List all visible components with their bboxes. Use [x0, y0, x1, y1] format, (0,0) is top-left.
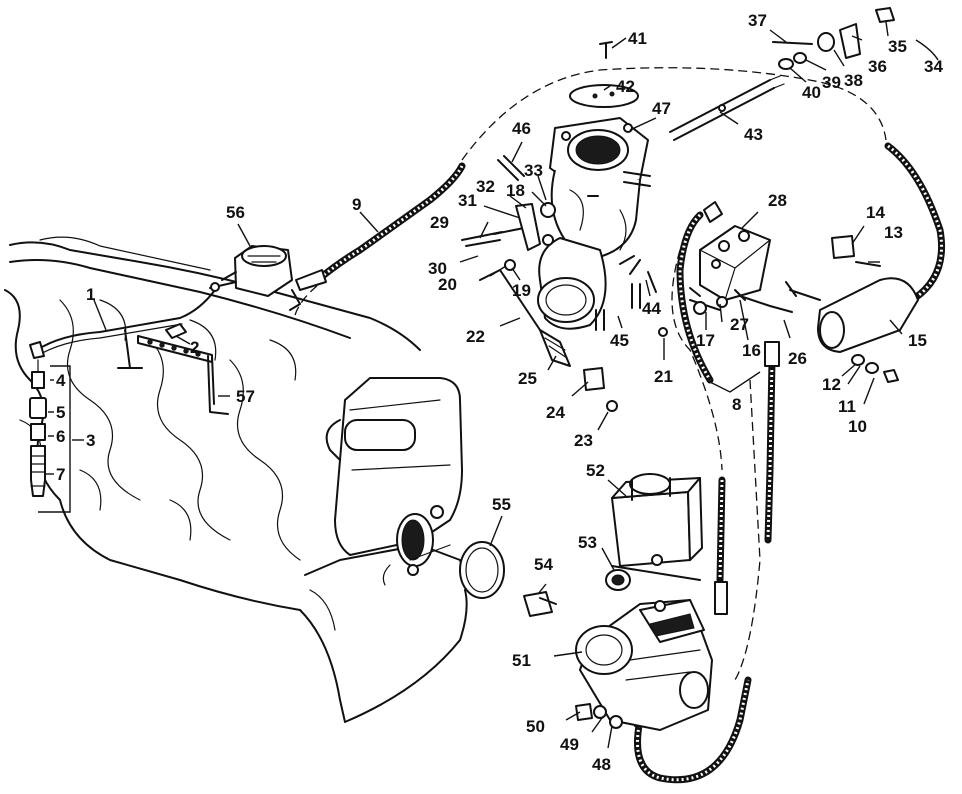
part-labels: 1 2 3 4 5 6 7 8 9 10 11 12 13 14 15 16 1… — [56, 11, 943, 774]
label-41: 41 — [628, 29, 647, 48]
throttle-shaft — [669, 75, 785, 141]
label-39: 39 — [822, 73, 841, 92]
label-57: 57 — [236, 387, 255, 406]
label-4: 4 — [56, 371, 66, 390]
label-26: 26 — [788, 349, 807, 368]
label-8: 8 — [732, 395, 741, 414]
label-13: 13 — [884, 223, 903, 242]
label-14: 14 — [866, 203, 885, 222]
label-42: 42 — [616, 77, 635, 96]
label-9: 9 — [352, 195, 361, 214]
label-54: 54 — [534, 555, 553, 574]
label-19: 19 — [512, 281, 531, 300]
label-34: 34 — [924, 57, 943, 76]
label-31: 31 — [458, 191, 477, 210]
label-50: 50 — [526, 717, 545, 736]
label-49: 49 — [560, 735, 579, 754]
label-29: 29 — [430, 213, 449, 232]
label-22: 22 — [466, 327, 485, 346]
label-15: 15 — [908, 331, 927, 350]
fuel-filter — [209, 162, 466, 311]
label-51: 51 — [512, 651, 531, 670]
label-6: 6 — [56, 427, 65, 446]
label-12: 12 — [822, 375, 841, 394]
label-55: 55 — [492, 495, 511, 514]
flex-hoses — [634, 142, 946, 784]
label-1: 1 — [86, 285, 95, 304]
pump-assembly — [575, 599, 713, 731]
label-11: 11 — [838, 397, 856, 416]
label-47: 47 — [652, 99, 671, 118]
leader-lines — [46, 21, 939, 749]
label-53: 53 — [578, 533, 597, 552]
solenoid — [785, 235, 919, 383]
throttle-housing — [537, 41, 651, 330]
label-10: 10 — [848, 417, 867, 436]
label-44: 44 — [642, 299, 661, 318]
label-20: 20 — [438, 275, 457, 294]
label-48: 48 — [592, 755, 611, 774]
linkage-parts — [461, 155, 668, 412]
linkage-assembly — [689, 225, 793, 315]
label-33: 33 — [524, 161, 543, 180]
label-3: 3 — [86, 431, 95, 450]
label-28: 28 — [768, 191, 787, 210]
label-52: 52 — [586, 461, 605, 480]
label-46: 46 — [512, 119, 531, 138]
label-32: 32 — [476, 177, 495, 196]
label-17: 17 — [696, 331, 715, 350]
label-35: 35 — [888, 37, 907, 56]
fitting — [523, 591, 553, 617]
engine-block — [4, 236, 471, 723]
left-fittings — [29, 289, 229, 513]
gasket — [459, 541, 505, 599]
label-38: 38 — [844, 71, 863, 90]
label-18: 18 — [506, 181, 525, 200]
routing-dashed-line — [461, 67, 887, 161]
label-2: 2 — [190, 338, 199, 357]
label-45: 45 — [610, 331, 629, 350]
mounting-bracket — [611, 473, 703, 581]
label-37: 37 — [748, 11, 767, 30]
label-56: 56 — [226, 203, 245, 222]
label-30: 30 — [428, 259, 447, 278]
label-40: 40 — [802, 83, 821, 102]
label-16: 16 — [742, 341, 761, 360]
label-25: 25 — [518, 369, 537, 388]
label-43: 43 — [744, 125, 763, 144]
label-7: 7 — [56, 465, 65, 484]
label-24: 24 — [546, 403, 565, 422]
label-5: 5 — [56, 403, 65, 422]
label-36: 36 — [868, 57, 887, 76]
label-23: 23 — [574, 431, 593, 450]
label-21: 21 — [654, 367, 673, 386]
top-right-hardware — [772, 7, 895, 70]
label-27: 27 — [730, 315, 749, 334]
